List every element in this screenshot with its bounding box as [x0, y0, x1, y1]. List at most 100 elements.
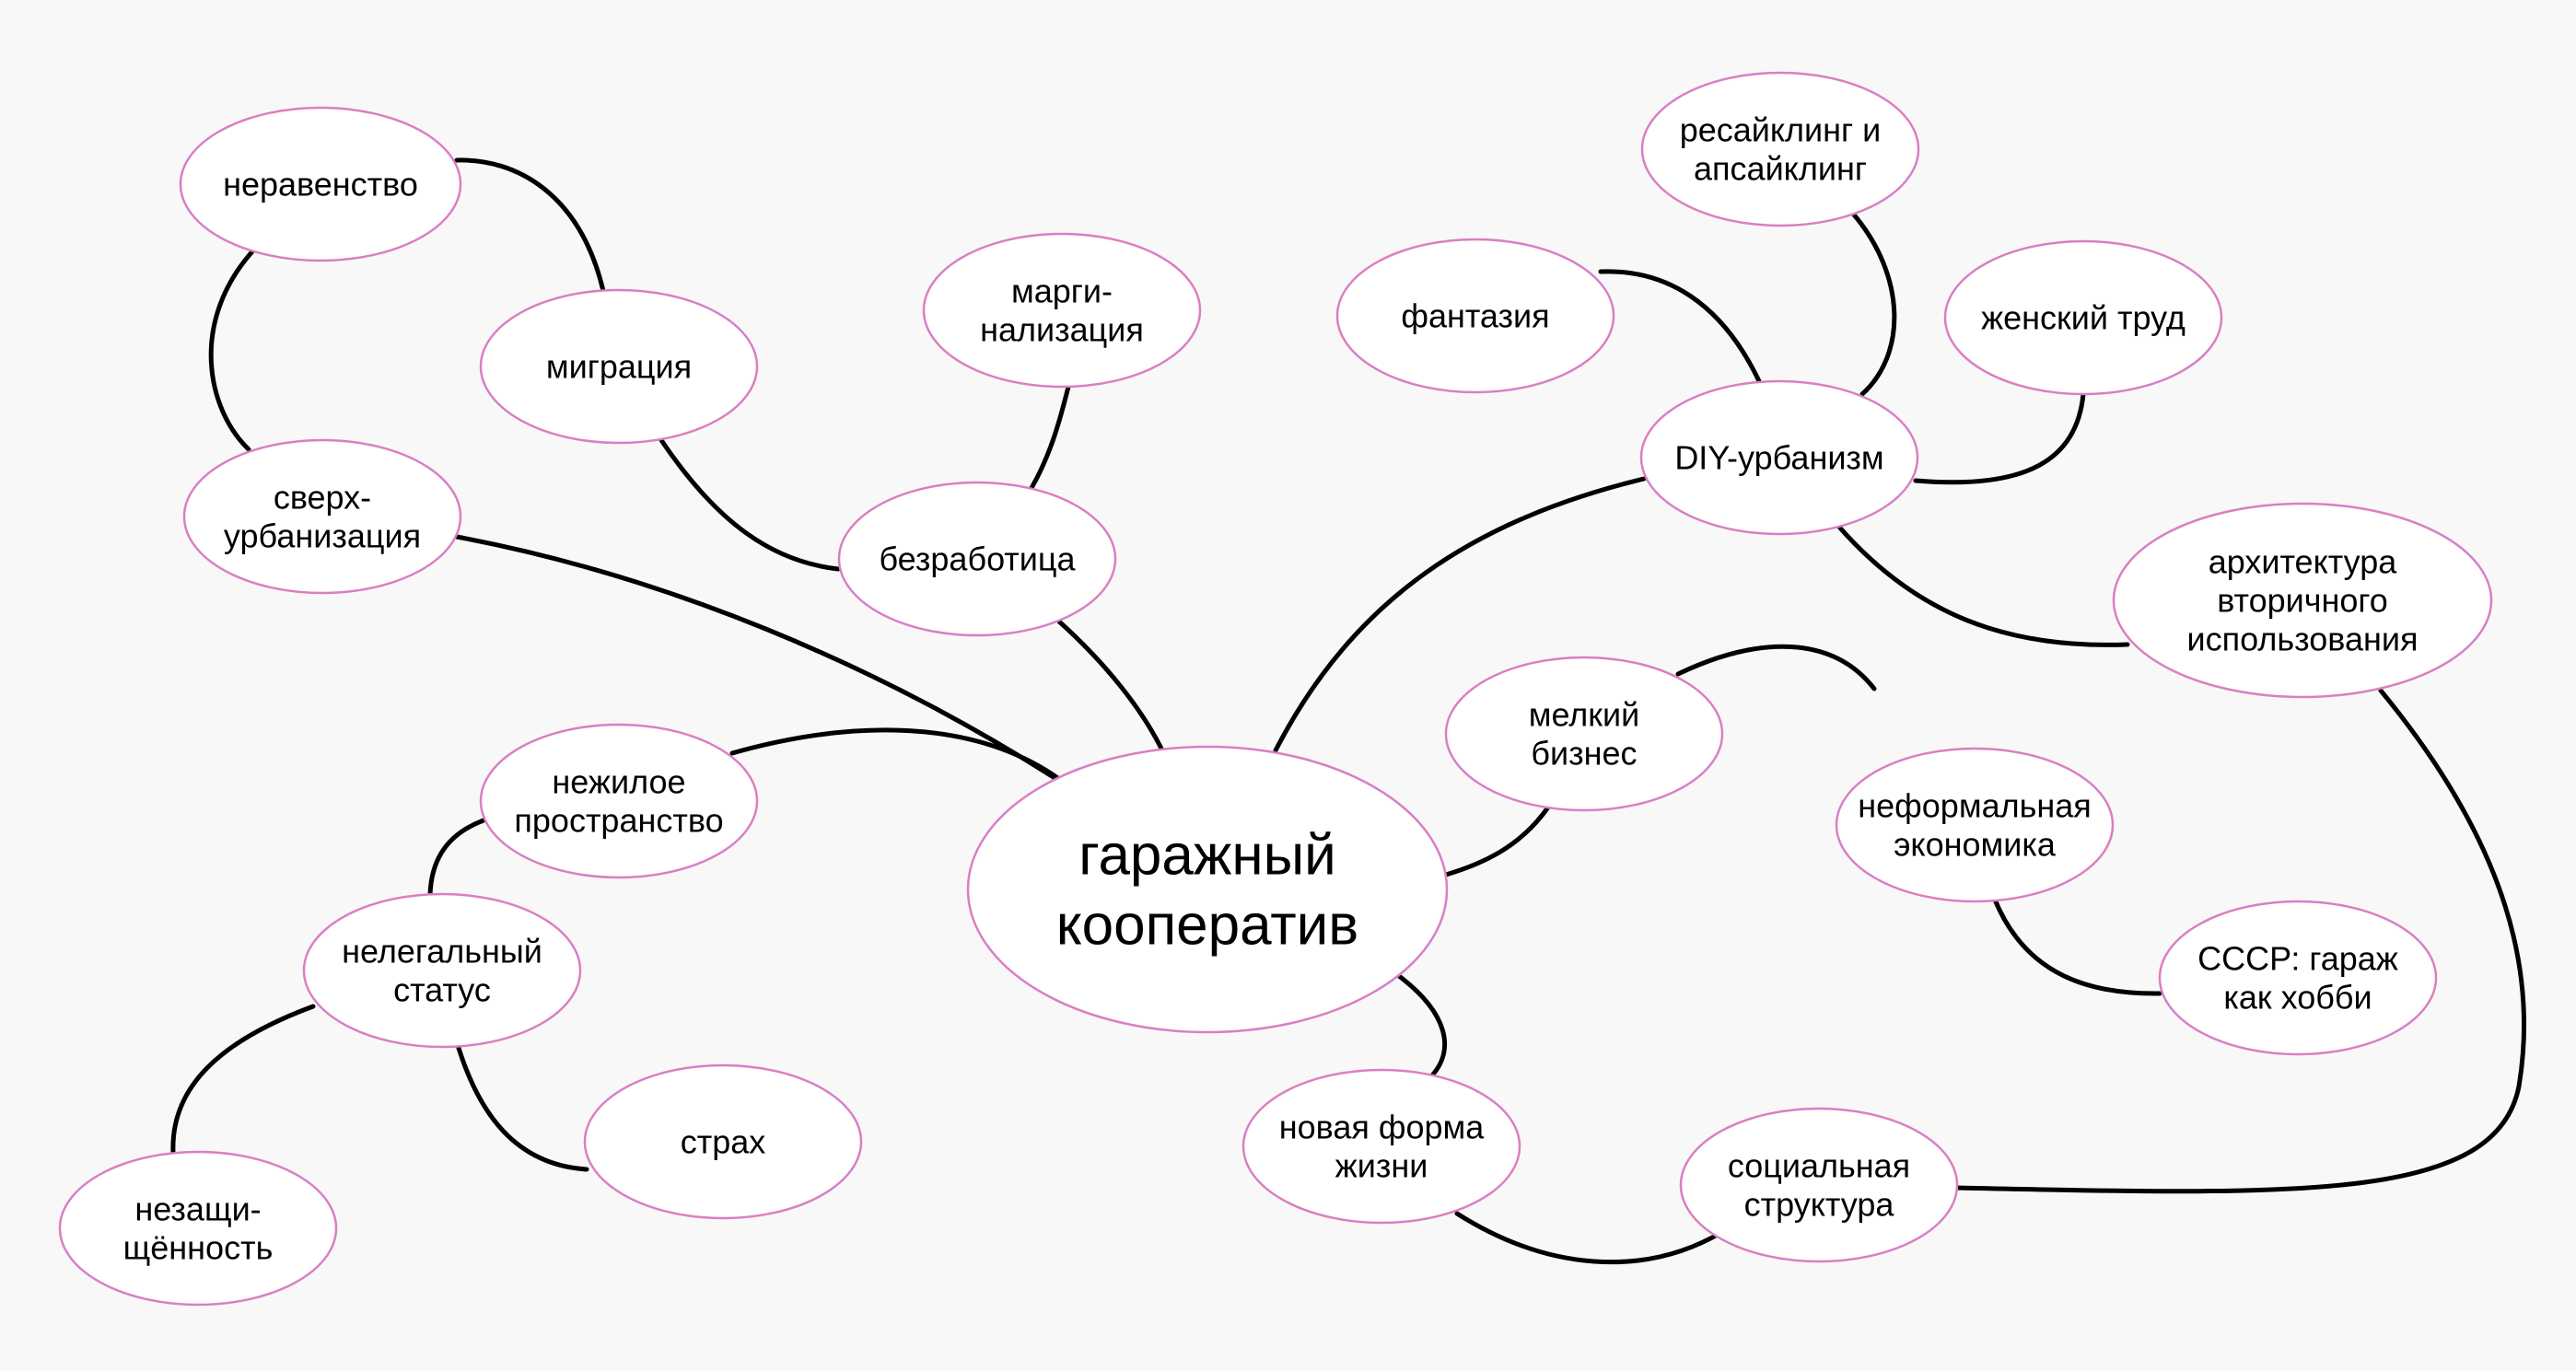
node-fear-line-0: страх — [681, 1123, 766, 1161]
node-secondary-line-1: вторичного — [2217, 582, 2388, 620]
edge-illegal-fear — [455, 1042, 589, 1172]
node-insecurity: незащи-щённость — [58, 1150, 338, 1307]
edge-diy-center — [1273, 476, 1647, 753]
node-migration-label: миграция — [546, 348, 692, 386]
edge-smallbiz-informal — [1675, 644, 1877, 691]
node-marginal: марги-нализация — [922, 232, 1202, 389]
node-illegal-line-0: нелегальный — [342, 933, 542, 970]
node-diy-ellipse — [1639, 379, 1919, 536]
node-newlife-line-0: новая форма — [1279, 1109, 1486, 1146]
node-fantasy-ellipse — [1335, 238, 1615, 394]
node-diy-line-0: DIY-урбанизм — [1674, 439, 1883, 477]
node-nonresidential-line-1: пространство — [514, 802, 723, 840]
node-marginal-label: марги-нализация — [980, 273, 1144, 349]
node-migration: миграция — [479, 288, 759, 445]
edge-smallbiz-center — [1443, 806, 1550, 877]
node-womenlabor-label: женский труд — [1981, 299, 2186, 337]
edge-inequality-overurban — [208, 248, 256, 452]
node-informal-line-0: неформальная — [1858, 787, 2092, 825]
edge-illegal-insecurity — [170, 1004, 316, 1156]
node-marginal-line-0: марги- — [1011, 273, 1113, 310]
node-inequality-label: неравенство — [223, 166, 418, 203]
node-social-line-1: структура — [1744, 1186, 1895, 1224]
node-inequality-line-0: неравенство — [223, 166, 418, 203]
node-insecurity-line-0: незащи- — [134, 1191, 261, 1228]
node-overurban-line-1: урбанизация — [224, 517, 421, 555]
node-migration-line-0: миграция — [546, 348, 692, 386]
node-womenlabor: женский труд — [1943, 239, 2223, 396]
edge-nonresidential-illegal — [427, 818, 486, 898]
edge-fantasy-diy — [1598, 269, 1762, 384]
node-secondary-ellipse — [2112, 502, 2493, 699]
node-unemployment: безработица — [837, 481, 1117, 637]
node-inequality-ellipse — [179, 106, 462, 262]
node-social-ellipse — [1679, 1107, 1959, 1263]
node-recycling-line-1: апсайклинг — [1694, 150, 1867, 188]
node-insecurity-label: незащи-щённость — [123, 1191, 274, 1267]
node-secondary-line-2: использования — [2187, 621, 2419, 658]
node-fear-ellipse — [583, 1063, 863, 1220]
node-newlife-line-1: жизни — [1335, 1147, 1428, 1185]
node-unemployment-ellipse — [837, 481, 1117, 637]
node-marginal-ellipse — [922, 232, 1202, 389]
node-marginal-line-1: нализация — [980, 311, 1144, 349]
node-ussr-ellipse — [2158, 900, 2438, 1056]
node-overurban-line-0: сверх- — [274, 479, 371, 517]
node-illegal-line-1: статус — [393, 971, 491, 1009]
edge-overurban-center — [454, 534, 1062, 784]
node-diy-label: DIY-урбанизм — [1674, 439, 1883, 477]
node-recycling-ellipse — [1640, 71, 1920, 227]
node-informal-ellipse — [1835, 747, 2115, 903]
edge-diy-secondary — [1835, 522, 2130, 647]
node-secondary-line-0: архитектура — [2209, 543, 2398, 581]
node-informal-line-1: экономика — [1894, 826, 2057, 864]
node-center-line-0: гаражный — [1078, 824, 1336, 888]
edge-recycling-diy — [1850, 211, 1897, 397]
node-fear: страх — [583, 1063, 863, 1220]
node-nonresidential-line-0: нежилое — [552, 763, 685, 801]
node-illegal-ellipse — [302, 892, 582, 1049]
node-smallbiz-line-0: мелкий — [1529, 696, 1640, 734]
edge-nonresidential-center — [729, 727, 1062, 782]
node-fantasy-label: фантазия — [1401, 297, 1549, 335]
node-womenlabor-line-0: женский труд — [1981, 299, 2186, 337]
node-fantasy: фантазия — [1335, 238, 1615, 394]
node-nonresidential-ellipse — [479, 723, 759, 879]
edge-center-newlife — [1396, 973, 1448, 1078]
edge-newlife-social — [1454, 1211, 1725, 1265]
node-social-line-0: социальная — [1728, 1147, 1910, 1185]
edge-womenlabor-diy — [1913, 391, 2086, 485]
edge-unemployment-center — [1056, 619, 1165, 753]
node-newlife-ellipse — [1241, 1068, 1521, 1225]
node-overurban: сверх-урбанизация — [182, 438, 462, 595]
edge-secondary-social — [1954, 688, 2527, 1194]
node-center-line-1: кооператив — [1056, 894, 1358, 958]
edges — [170, 157, 2527, 1265]
node-center-ellipse — [966, 745, 1449, 1034]
edge-informal-ussr — [1992, 897, 2162, 996]
node-insecurity-line-1: щённость — [123, 1229, 274, 1267]
edge-marginal-unemployment — [1029, 384, 1071, 491]
node-inequality: неравенство — [179, 106, 462, 262]
node-recycling-line-0: ресайклинг и — [1680, 111, 1882, 149]
